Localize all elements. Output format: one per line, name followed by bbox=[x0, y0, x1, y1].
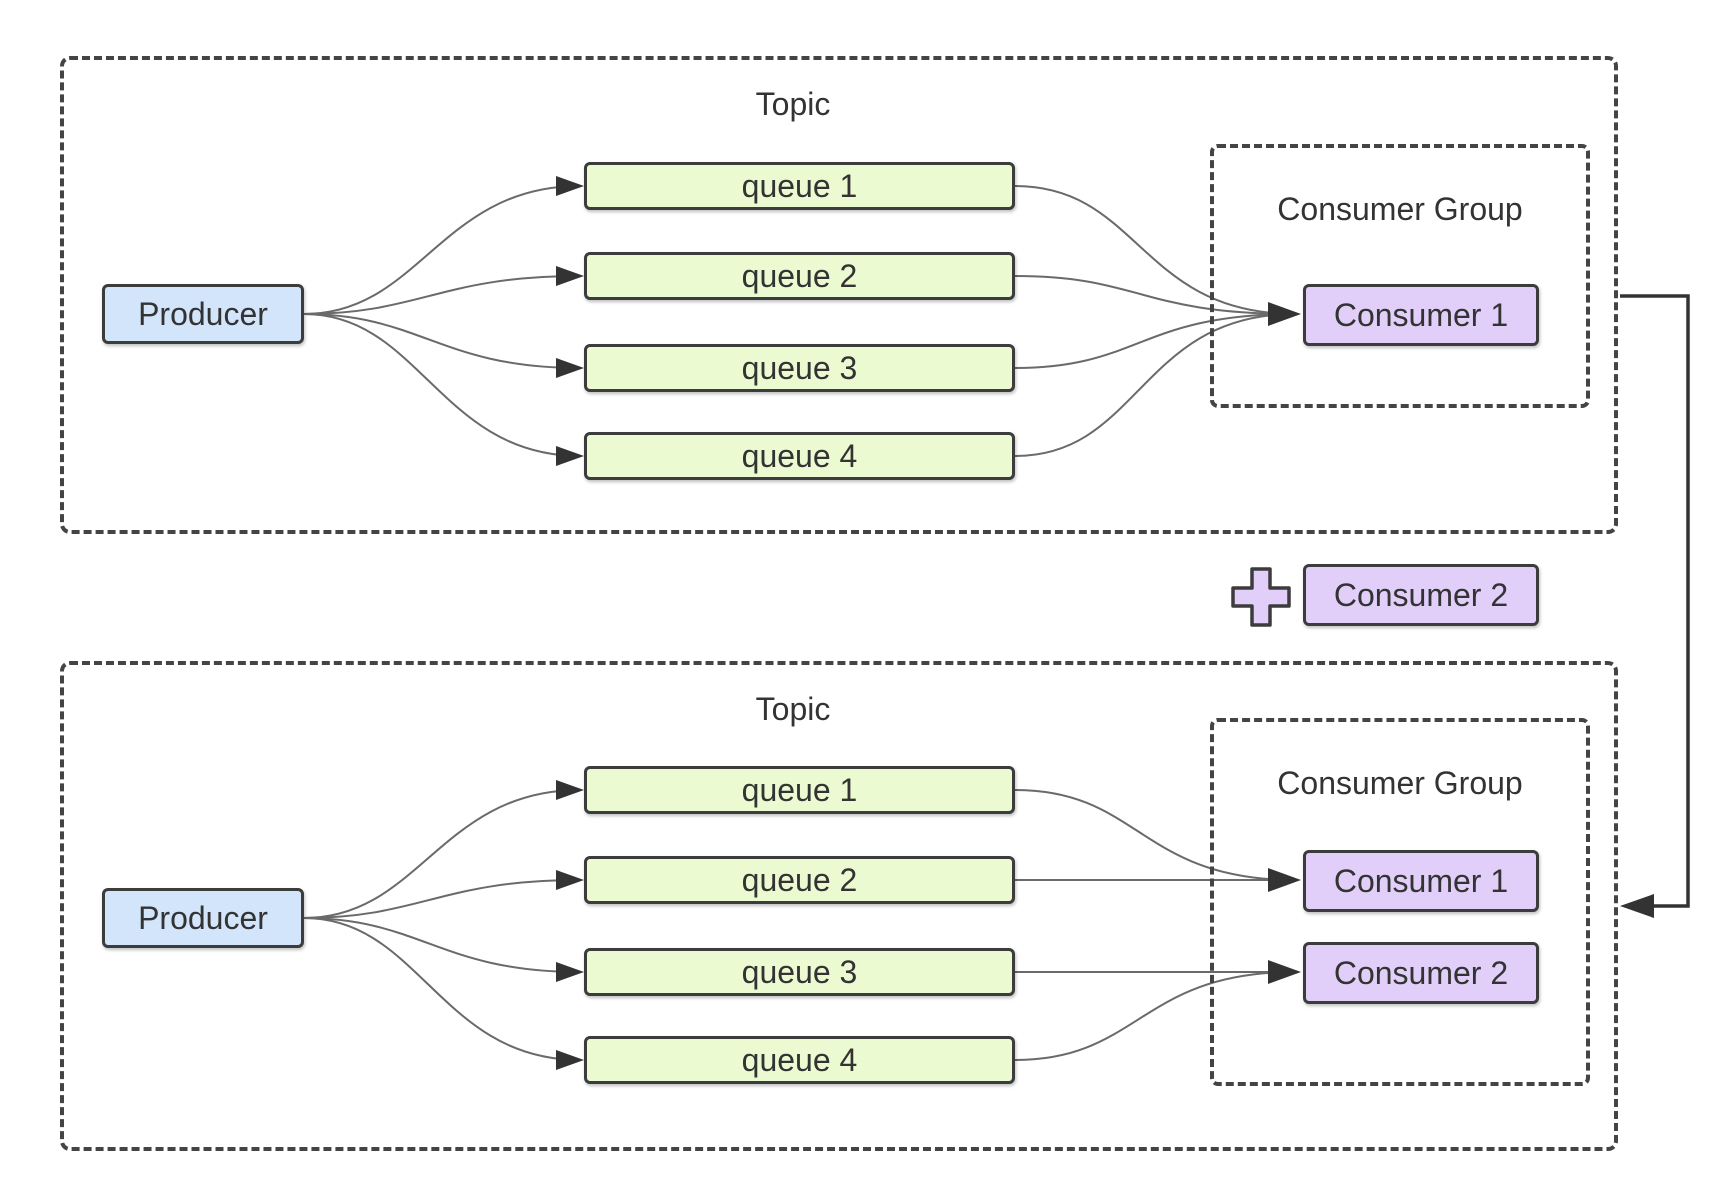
arrowhead-topic-transition bbox=[1620, 894, 1654, 918]
queue-node-bottom-4: queue 4 bbox=[584, 1036, 1015, 1084]
consumer-node-bottom-2: Consumer 2 bbox=[1303, 942, 1539, 1004]
queue-node-top-1: queue 1 bbox=[584, 162, 1015, 210]
edge-topic-transition bbox=[1620, 294, 1690, 908]
queue-node-top-2: queue 2 bbox=[584, 252, 1015, 300]
topic-label-top: Topic bbox=[755, 86, 831, 122]
new-consumer-node: Consumer 2 bbox=[1303, 564, 1539, 626]
queue-node-bottom-1: queue 1 bbox=[584, 766, 1015, 814]
consumer-node-bottom-1: Consumer 1 bbox=[1303, 850, 1539, 912]
consumer-group-container-top bbox=[1210, 144, 1590, 408]
topic-container-top bbox=[60, 56, 1618, 534]
queue-node-top-4: queue 4 bbox=[584, 432, 1015, 480]
consumer-group-container-bottom bbox=[1210, 718, 1590, 1086]
consumer-node-top-1: Consumer 1 bbox=[1303, 284, 1539, 346]
consumer-group-label-top: Consumer Group bbox=[1277, 191, 1523, 227]
producer-node-top: Producer bbox=[102, 284, 304, 344]
topic-label-bottom: Topic bbox=[755, 691, 831, 727]
consumer-group-label-bottom: Consumer Group bbox=[1277, 765, 1523, 801]
queue-node-top-3: queue 3 bbox=[584, 344, 1015, 392]
topic-container-bottom bbox=[60, 661, 1618, 1151]
producer-node-bottom: Producer bbox=[102, 888, 304, 948]
queue-node-bottom-2: queue 2 bbox=[584, 856, 1015, 904]
queue-node-bottom-3: queue 3 bbox=[584, 948, 1015, 996]
plus-icon bbox=[1231, 567, 1291, 627]
